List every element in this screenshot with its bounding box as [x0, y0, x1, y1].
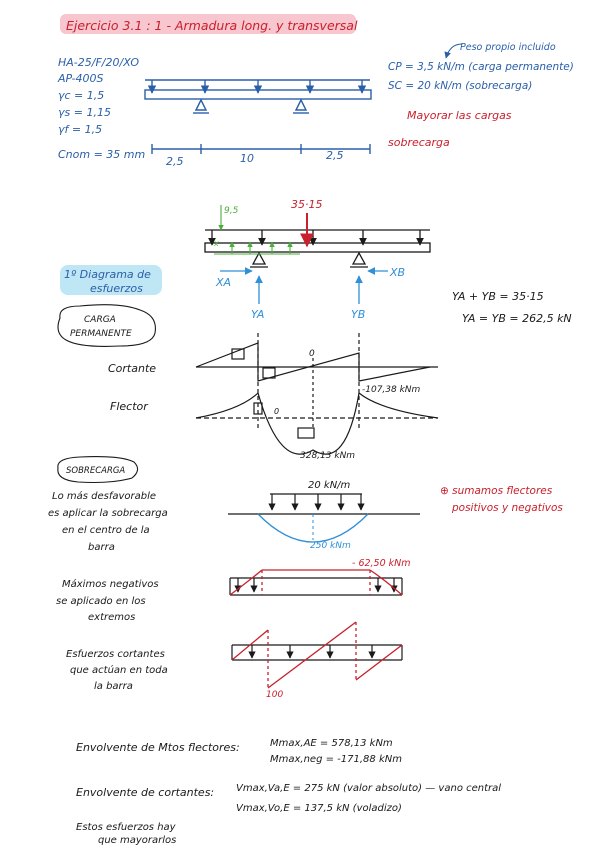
equation-sum: YA + YB = 35·15 [452, 290, 544, 303]
cortante-label: Cortante [108, 362, 156, 375]
moment-zero: 0 [274, 407, 279, 416]
sum-note-line1: ⊕ sumamos flectores [440, 485, 553, 497]
moment-neg: -107,38 kNm [362, 385, 421, 395]
shear-line1: Esfuerzos cortantes [66, 649, 165, 660]
neg-moment-sketch [229, 577, 403, 596]
cp-load: CP = 3,5 kN/m (carga permanente) [388, 61, 574, 73]
moment-250: 250 kNm [310, 541, 351, 551]
cnom: Cnom = 35 mm [58, 148, 145, 161]
self-weight-arrow [444, 43, 463, 59]
fbd-green-loads [214, 205, 300, 255]
section1-title-line1: 1º Diagrama de [64, 268, 151, 281]
material-steel: AP-400S [57, 72, 104, 85]
moment-pos: 328,13 kNm [300, 451, 355, 461]
shear-whole-sketch [231, 644, 403, 661]
equation-values: YA = YB = 262,5 kN [462, 312, 572, 325]
ya-label: YA [251, 308, 264, 321]
moment-diagram [195, 391, 439, 455]
xb-label: XB [389, 266, 405, 279]
footer-line2: que mayorarlos [98, 835, 176, 846]
fav-line3: en el centro de la [62, 525, 150, 536]
fav-line1: Lo más desfavorable [52, 490, 156, 502]
env-v-label: Envolvente de cortantes: [76, 786, 214, 799]
neg-moment-red [229, 569, 403, 596]
central-load-sketch [228, 493, 420, 515]
m-neg-label: - 62,50 kNm [352, 558, 411, 569]
footer-line1: Estos esfuerzos hay [76, 822, 177, 833]
resultant-label: 35·15 [291, 198, 323, 211]
factor-gf: γf = 1,5 [58, 123, 102, 136]
env-m-line1: Mmax,AE = 578,13 kNm [270, 738, 393, 749]
factor-gs: γs = 1,15 [58, 106, 111, 119]
self-weight-note: Peso propio incluido [460, 42, 556, 53]
fbd-beam [204, 229, 431, 268]
central-moment-curve [257, 513, 369, 543]
shear-line3: la barra [94, 681, 133, 692]
green-label: 9,5 [224, 206, 239, 216]
shear-diagram [195, 333, 438, 430]
neg-line1: Máximos negativos [62, 578, 159, 590]
factor-gc: γc = 1,5 [58, 89, 104, 102]
sobrecarga-tag-cloud [57, 456, 139, 484]
title: Ejercicio 3.1 : 1 - Armadura long. y tra… [66, 18, 358, 33]
sobrecarga-tag: SOBRECARGA [66, 466, 125, 476]
span-center: 10 [240, 152, 254, 165]
section1-title-line2: esfuerzos [90, 282, 143, 295]
shear-zero: 0 [309, 349, 315, 359]
neg-line2: se aplicado en los [56, 596, 146, 607]
increase-note: Mayorar las cargas [407, 109, 512, 122]
shear-whole-red [231, 621, 403, 689]
x-small-label: x [213, 239, 219, 248]
perm-tag-cloud [57, 304, 156, 347]
perm-tag-line2: PERMANENTE [70, 329, 132, 339]
title-highlight [60, 14, 356, 34]
v100-label: 100 [266, 690, 283, 700]
sum-note-line2: positivos y negativos [451, 502, 563, 514]
flector-label: Flector [110, 400, 149, 413]
yb-label: YB [351, 308, 365, 321]
fav-line2: es aplicar la sobrecarga [48, 508, 168, 519]
perm-tag-line1: CARGA [84, 315, 116, 325]
sc-load: SC = 20 kN/m (sobrecarga) [388, 80, 532, 92]
span-left: 2,5 [166, 155, 184, 168]
env-m-line2: Mmax,neg = -171,88 kNm [270, 754, 402, 765]
fav-line4: barra [88, 542, 115, 553]
material-concrete: HA-25/F/20/XO [58, 56, 139, 69]
xa-label: XA [215, 276, 231, 289]
shear-line2: que actúan en toda [70, 664, 168, 676]
env-v-line1: Vmax,Va,E = 275 kN (valor absoluto) — va… [236, 783, 501, 794]
beam-sketch-top [144, 79, 372, 154]
section1-highlight [60, 265, 162, 295]
env-m-label: Envolvente de Mtos flectores: [76, 741, 240, 754]
sobrecarga-note: sobrecarga [388, 136, 450, 149]
env-v-line2: Vmax,Vo,E = 137,5 kN (voladizo) [236, 803, 402, 814]
span-right: 2,5 [326, 149, 344, 162]
neg-line3: extremos [88, 612, 135, 623]
load-20: 20 kN/m [308, 480, 351, 491]
